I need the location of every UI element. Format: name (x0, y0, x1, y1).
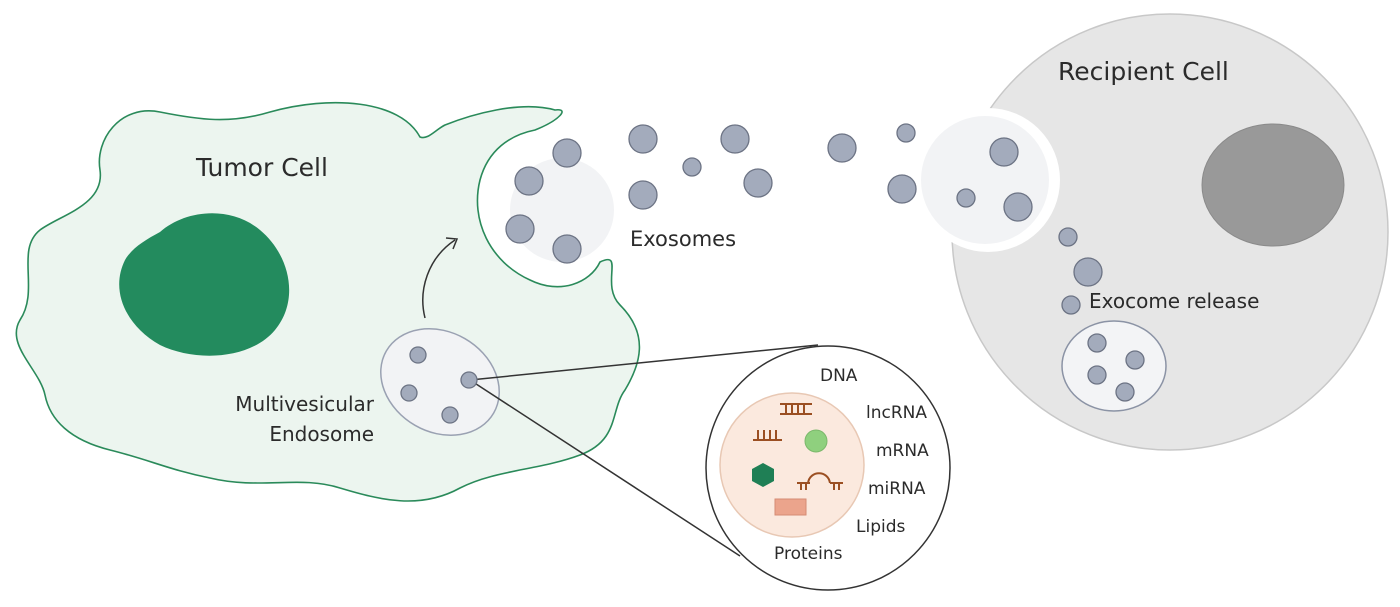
exosome-vesicle (1125, 350, 1145, 370)
mve-label-line1: Multivesicular (235, 392, 374, 416)
zoom-line-top (469, 344, 819, 381)
mirna-icon (797, 472, 843, 490)
exosome-vesicle (1073, 257, 1103, 287)
exosome-vesicle (896, 123, 916, 143)
recipient-nucleus (1201, 123, 1345, 247)
cargo-label-dna: DNA (820, 366, 858, 386)
dna-icon (780, 403, 812, 415)
cargo-label-mrna: mRNA (876, 441, 929, 461)
tumor-cell-label: Tumor Cell (195, 153, 328, 182)
vesicles (400, 123, 1145, 424)
secretion-arrow (422, 239, 456, 319)
exosome-vesicle (682, 157, 702, 177)
exosome-vesicle (1061, 295, 1081, 315)
exocome-release-label: Exocome release (1089, 289, 1259, 313)
secretion-arrowhead-icon (445, 237, 459, 250)
tumor-cell (15, 101, 641, 502)
recipient-cell-label: Recipient Cell (1058, 57, 1229, 86)
tumor-nucleus (119, 213, 290, 356)
cargo-detail (705, 345, 951, 591)
cargo-label-proteins: Proteins (774, 544, 843, 564)
exosome-vesicle (1115, 382, 1135, 402)
exosome-vesicle (1087, 333, 1107, 353)
lipid-icon (774, 498, 807, 516)
exosome-vesicle (505, 214, 535, 244)
exosome-vesicle (887, 174, 917, 204)
cargo-label-mirna: miRNA (868, 479, 926, 499)
exosome-vesicle (628, 124, 658, 154)
recipient-uptake-vesicle (921, 116, 1049, 244)
exosome-vesicle (720, 124, 750, 154)
exosome-vesicle (514, 166, 544, 196)
exosome-vesicle (400, 384, 418, 402)
exosome-vesicle (989, 137, 1019, 167)
exosome-vesicle (552, 234, 582, 264)
exosome-vesicle (1058, 227, 1078, 247)
exosomes-label: Exosomes (630, 227, 736, 251)
zoom-line-bottom (469, 379, 741, 557)
mrna-icon (804, 429, 828, 453)
cargo-label-lipids: Lipids (856, 517, 905, 537)
cargo-exosome (719, 392, 865, 538)
exosome-vesicle (441, 406, 459, 424)
exosome-vesicle (1003, 192, 1033, 222)
exosome-vesicle (827, 133, 857, 163)
exosome-vesicle (552, 138, 582, 168)
protein-hexagon-icon (752, 463, 774, 487)
exosome-vesicle (409, 346, 427, 364)
recipient-endosome (1061, 320, 1167, 412)
exosome-vesicle (628, 180, 658, 210)
exosome-vesicle (1087, 365, 1107, 385)
cargo-label-lncrna: lncRNA (866, 403, 927, 423)
lncrna-icon (753, 430, 782, 441)
exosome-vesicle (956, 188, 976, 208)
exosome-vesicle (743, 168, 773, 198)
exosome-vesicle (460, 371, 478, 389)
mve-label-line2: Endosome (269, 422, 374, 446)
